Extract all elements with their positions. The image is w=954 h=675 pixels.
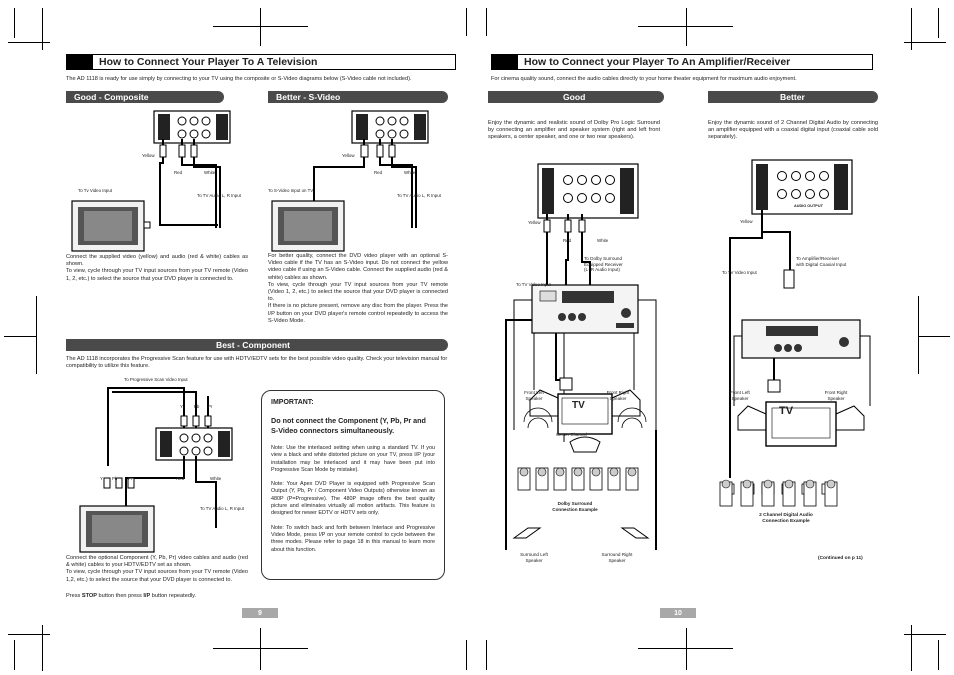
component-red-label: Red xyxy=(176,476,185,481)
left-page-number: 9 xyxy=(242,608,278,618)
better-receiver-label: Better xyxy=(708,91,878,103)
right-page-number: 10 xyxy=(660,608,696,618)
two-channel-audio-output: AUDIO OUTPUT xyxy=(794,204,823,208)
composite-audio-input-label: To TV Audio L, R Input xyxy=(197,193,241,198)
svideo-diagram xyxy=(271,110,429,252)
composite-yellow-label: Yellow xyxy=(142,153,155,158)
best-component-intro: The AD 1118 incorporates the Progressive… xyxy=(66,356,448,369)
component-pr-bottom: Pr xyxy=(128,476,133,481)
better-svideo-text: For better quality, connect the DVD vide… xyxy=(268,253,448,324)
header-block xyxy=(67,55,93,69)
left-page-title: How to Connect Your Player To A Televisi… xyxy=(99,56,318,68)
repeatedly-text: button repeatedly. xyxy=(150,593,197,599)
dolby-receiver-label: To Dolby Surround Equipped Receiver (L+R… xyxy=(584,256,623,273)
continued-note: (Continued on p 11) xyxy=(818,556,863,561)
two-channel-caption: 2 Channel Digital Audio Connection Examp… xyxy=(759,513,813,524)
svideo-audio-input-label: To TV Audio L, R Input xyxy=(397,193,441,198)
component-pb-top: Pb xyxy=(194,404,200,409)
dolby-red-label: Red xyxy=(563,238,572,243)
good-composite-text: Connect the supplied video (yellow) and … xyxy=(66,254,248,282)
two-channel-tv-text: TV xyxy=(779,405,794,417)
important-warning: Do not connect the Component (Y, Pb, Pr … xyxy=(271,416,426,435)
right-intro: For cinema quality sound, connect the au… xyxy=(491,76,797,82)
dolby-front-right: Front Right Speaker xyxy=(606,390,630,401)
component-white-label: White xyxy=(210,476,222,481)
dolby-diagram xyxy=(505,163,657,550)
two-channel-yellow-label: Yellow xyxy=(740,219,753,224)
dolby-tv-text: TV xyxy=(572,400,585,411)
header-block xyxy=(492,55,518,69)
stop-key: STOP xyxy=(81,593,97,599)
right-page-header: How to Connect your Player To An Amplifi… xyxy=(491,54,873,70)
dolby-yellow-label: Yellow xyxy=(528,220,541,225)
left-intro: The AD 1118 is ready for use simply by c… xyxy=(66,76,412,82)
svideo-white-label: White xyxy=(404,170,416,175)
component-y-top: Y xyxy=(180,404,183,409)
two-channel-video-input-label: To TV Video Input xyxy=(722,270,757,275)
svideo-input-label: To S-Video Input on TV xyxy=(268,188,314,193)
two-channel-front-left: Front Left Speaker xyxy=(730,390,750,401)
ip-key: I/P xyxy=(143,593,151,599)
component-y-bottom: Y xyxy=(100,476,103,481)
dolby-front-left: Front Left Speaker xyxy=(524,390,544,401)
two-channel-front-right: Front Right Speaker xyxy=(824,390,848,401)
dolby-caption: Dolby Surround Connection Example xyxy=(552,501,598,512)
dolby-surround-left: Surround Left Speaker xyxy=(520,552,548,563)
important-box: IMPORTANT: Do not connect the Component … xyxy=(261,390,445,580)
dolby-surround-right: Surround Right Speaker xyxy=(601,552,633,563)
two-channel-amp-label: To Amplifier/Receiver with Digital Coaxi… xyxy=(796,256,847,267)
dolby-white-label: White xyxy=(597,238,609,243)
component-pr-top: Pr xyxy=(208,404,213,409)
right-page-title: How to Connect your Player To An Amplifi… xyxy=(524,56,791,68)
better-receiver-text: Enjoy the dynamic sound of 2 Channel Dig… xyxy=(708,120,878,141)
dolby-video-input-label: To TV Video Input xyxy=(516,282,551,287)
two-channel-audience xyxy=(719,479,838,507)
composite-diagram xyxy=(71,110,231,252)
component-progressive-label: To Progressive Scan Video Input xyxy=(124,377,188,382)
important-heading: IMPORTANT: xyxy=(271,399,314,406)
important-note-1: Note: Use the interlaced setting when us… xyxy=(271,445,435,473)
good-receiver-text: Enjoy the dynamic and realistic sound of… xyxy=(488,120,660,141)
svideo-yellow-label: Yellow xyxy=(342,153,355,158)
svideo-red-label: Red xyxy=(374,170,383,175)
then-press-text: button then press xyxy=(97,593,144,599)
component-audio-input-label: To TV Audio L, R Input xyxy=(200,506,244,511)
left-page-header: How to Connect Your Player To A Televisi… xyxy=(66,54,456,70)
important-note-3: Note: To switch back and forth between I… xyxy=(271,524,435,553)
composite-red-label: Red xyxy=(174,170,183,175)
dolby-center-label: Center Channel xyxy=(556,432,587,437)
best-component-text: Connect the optional Component (Y, Pb, P… xyxy=(66,555,248,583)
composite-video-input-label: To Tv Video Input xyxy=(78,188,113,193)
component-diagram xyxy=(79,387,233,553)
component-pb-bottom: Pb xyxy=(112,476,118,481)
two-channel-diagram xyxy=(721,159,871,495)
best-component-instruction: Press STOP button then press I/P button … xyxy=(66,593,248,600)
press-text: Press xyxy=(66,593,82,599)
better-svideo-label: Better - S-Video xyxy=(268,91,448,103)
good-receiver-label: Good xyxy=(488,91,664,103)
important-note-2: Note: Your Apex DVD Player is equipped w… xyxy=(271,481,435,517)
best-component-label: Best - Component xyxy=(66,339,448,351)
good-composite-label: Good - Composite xyxy=(66,91,224,103)
composite-white-label: White xyxy=(204,170,216,175)
